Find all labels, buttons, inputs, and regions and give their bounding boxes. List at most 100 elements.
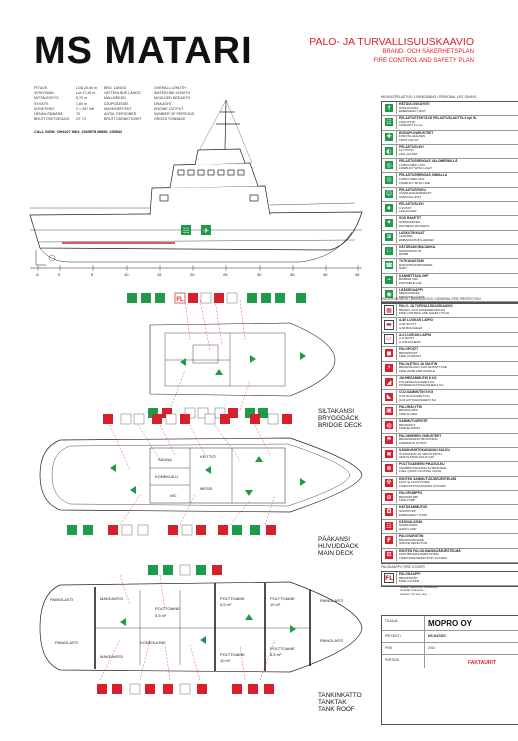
legend-sub: FAST SLÄCKSYSTEM FIXED EXTINGUISHING SYS… [399,480,446,488]
legend-symbol-icon: ⊡ [385,550,393,559]
plan-title: PALO- JA TURVALLISUUSKAAVIO BRAND- OCH S… [309,36,474,66]
legend-name: PELASTUSPUKU [399,187,426,192]
legend-sub: BRANDLARM FIRE ALARM [399,408,418,416]
legend-name: CO2-SAMMUTIN 5 KG [399,390,434,395]
legend-name: A-0 LUOKAN LAIPIO [399,332,432,337]
legend-symbol-icon: ◎ [385,175,393,184]
tank-exit-arrows [120,614,296,644]
client-label: TILAAJA [385,619,398,623]
legend-name: PALOPOSTI [399,347,418,352]
room-wc: WC [170,493,177,498]
title-block: TILAAJA MOPRO OY PROJEKTI MS MATARI PVM … [381,615,518,725]
legend-symbol-icon: ▦ [384,305,394,316]
scale-tick: 5 [91,272,94,277]
legend-symbol-icon: ▭ [384,333,394,344]
legend-symbol-icon: ✚ [385,132,393,141]
legend-name: PELASTUSRENGAS VALOMERKILLÄ [399,159,458,164]
legend-symbol-icon: ⚡ [385,363,393,372]
legend-icon-cell: ☷ [382,116,397,129]
legend-name: ENSIAPUVARUSTEET [399,130,434,135]
legend-icon-cell: ⚐ [382,244,397,258]
room-mess: MESSI [200,486,212,491]
legend-sub: A-60 SKOTT A-60 BULKHEAD [399,321,423,330]
legend-symbol-icon: ↑ [385,104,393,113]
fire-locker-note: Sisältö: palokirves, nostoköysi, ... Inn… [400,585,442,596]
legend-icon-cell: FL [382,572,397,584]
tank-room: PAINOLASTI [50,597,73,602]
legend-name: PALOPUMPPU [399,491,423,496]
legend-icon-cell: ✖ [382,447,397,461]
legend-name: HÄTÄSAMMUTUS [399,505,428,510]
legend-name: PALO- JA TURVALLISUUSKAAVIO [399,304,453,308]
legend-symbol-icon: ♦ [385,204,393,213]
legend-sub: FLYTVÄST LIFE JACKET [399,148,418,157]
call-sign: CALL SIGN: OH4427 IMO: 2309578 MMSI: 230… [34,130,123,134]
legend-name: HÄTÄULOSKÄYNTI [399,102,430,106]
legend-name: PALOVAROITIN [399,534,424,539]
legend-icon-cell: ▭ [382,332,397,346]
legend-icon-cell: ⊘ [382,491,397,504]
legend-row: ☷PELASTUSTEHTÄVÄ PELASTUSLAUTTA 3 kpl 5L… [382,116,518,131]
legend-name: PELASTUSTEHTÄVÄ PELASTUSLAUTTA 3 kpl 5L [399,116,477,121]
bridge-icons-bottom [148,407,268,419]
legend-symbol-icon: ⚐ [385,247,393,256]
legend-fire-head: PALONTORJUNTA / BRANDSKYDD / GENERAL FIR… [381,297,481,301]
legend-symbol-icon: ◣ [385,392,393,401]
legend-sub: FAST BRANDLARMSYSTEM FIXED FIRE DETECTIO… [399,552,447,560]
legend-icon-cell: ◘ [382,505,397,518]
legend-icon-cell: ◍ [382,419,397,432]
legend-name: A-60 LUOKAN LAIPIO [399,318,434,323]
scale-tick: 30 [257,272,262,277]
ship-profile [29,99,363,266]
legend-sub: SNABBSTÄNGNING AV BRÄNSLE FUEL QUICK CLO… [399,465,447,474]
legend-symbol-icon: ⊘ [385,493,393,502]
legend-icon-cell: ◐ [382,144,397,158]
legend-icon-cell: ✦ [382,216,397,229]
tank-room: POLTTOAINE [270,596,295,601]
legend-sub: BRANDVARNARE SMOKE DETECTOR [399,537,428,546]
legend-sub: LIVBOJ MED LINA LIFEBUOY WITH LINE [399,177,430,185]
legend-sub: NÖDUTGÅNG EMERGENCY EXIT [399,105,426,114]
legend-name: KIINTEÄ SAMMUTUSJÄRJESTELMÄ [399,476,457,481]
legend-name: TUTKAVASTAIN [399,259,424,264]
legend-symbol-icon: ✖ [385,450,393,459]
legend-sub: BRANDSKÅP FIRE LOCKER [399,575,420,584]
tank-room: POLTTOAINE [220,652,245,657]
scale-tick: 35 [290,272,295,277]
legend-icon-cell: ♦ [382,202,397,215]
legend-name: KÄSIVALAISIN [399,519,423,524]
legend-sub: BRANDFILT FIRE BLANKET [399,422,421,431]
client-name: MOPRO OY [428,619,473,628]
